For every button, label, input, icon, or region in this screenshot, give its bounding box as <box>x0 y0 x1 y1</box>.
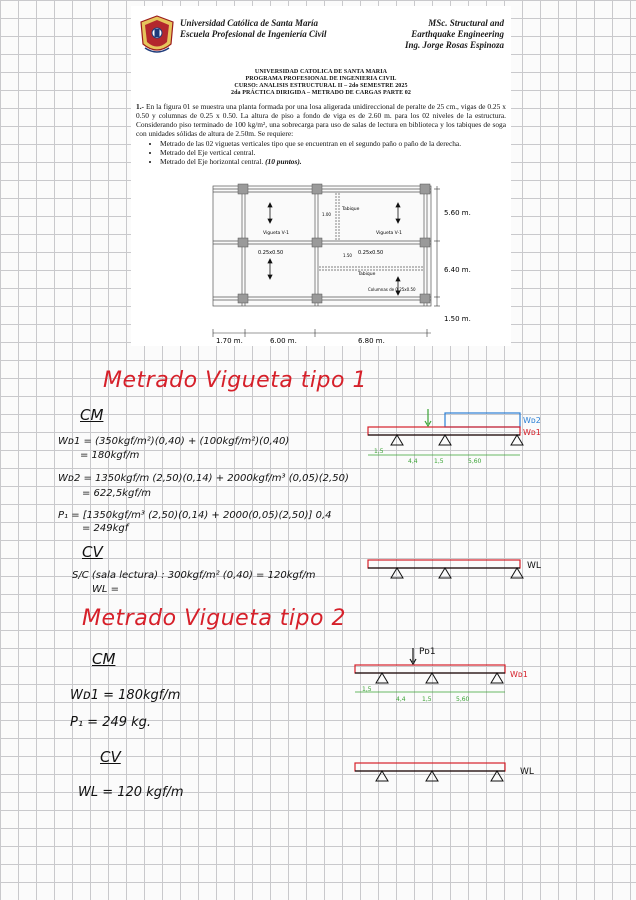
requirements-list: Metrado de las 02 viguetas verticales ti… <box>148 139 516 166</box>
span-label-a: 1,5 <box>362 686 372 693</box>
eq-wd1-result: = 180kgf/m <box>80 450 140 461</box>
span-label-a: 1,5 <box>374 448 384 455</box>
header-school-name: Escuela Profesional de Ingeniería Civil <box>180 29 327 39</box>
dim-1-50: 1.50 m. <box>444 315 471 323</box>
header-instructor-name: Ing. Jorge Rosas Espinoza <box>404 40 504 50</box>
dim-6-80: 6.80 m. <box>358 337 385 345</box>
label-dim-1-00: 1.00 <box>322 212 331 217</box>
eq-wl-t2: WL = 120 kgf/m <box>78 785 184 800</box>
eq-wd1: Wᴅ1 = (350kgf/m²)(0,40) + (100kgf/m²)(0,… <box>58 436 290 447</box>
header-university: Universidad Católica de Santa María Escu… <box>180 18 327 40</box>
floor-plan: 5.60 m. 6.40 m. 1.50 m. 1.70 m. 6.00 m. … <box>212 183 471 345</box>
eq-p1-result: = 249kgf <box>82 523 129 534</box>
header-instructor: MSc. Structural and Earthquake Engineeri… <box>392 18 504 51</box>
eq-wd1-t2: Wᴅ1 = 180kgf/m <box>70 688 181 703</box>
label-vigueta-1: Vigueta V-1 <box>263 230 289 236</box>
label-wl-2: WL <box>520 767 534 777</box>
label-dim-1-50-small: 1.50 <box>343 253 352 258</box>
problem-number: 1.- <box>136 102 145 111</box>
eq-p1: P₁ = [1350kgf/m³ (2,50)(0,14) + 2000(0,0… <box>58 510 332 521</box>
label-pd1: Pᴅ1 <box>419 647 436 657</box>
span-label-d: 5,60 <box>468 458 482 465</box>
header-university-name: Universidad Católica de Santa María <box>180 18 319 28</box>
label-columns: Columnas de 0.25x0.50 <box>368 287 416 292</box>
eq-p1-t2: P₁ = 249 kg. <box>70 715 152 730</box>
university-seal-icon <box>140 15 174 53</box>
heading-cv-2: CV <box>100 748 121 766</box>
requirement-item: Metrado del Eje horizontal central. (10 … <box>160 157 516 166</box>
label-wd1-t2: Wᴅ1 <box>510 670 528 679</box>
eq-wd2: Wᴅ2 = 1350kgf/m (2,50)(0,14) + 2000kgf/m… <box>58 473 349 484</box>
title-program: PROGRAMA PROFESIONAL DE INGENIERIA CIVIL <box>245 76 397 82</box>
dim-5-60: 5.60 m. <box>444 209 471 217</box>
problem-text: En la figura 01 se muestra una planta fo… <box>136 102 506 138</box>
label-beam-2: 0.25x0.50 <box>358 250 383 256</box>
heading-cm-1: CM <box>80 406 104 424</box>
eq-wl: WL = <box>92 584 120 595</box>
heading-cv-1: CV <box>82 543 103 561</box>
label-wd1: Wᴅ1 <box>523 428 541 437</box>
dim-1-70: 1.70 m. <box>216 337 243 345</box>
load-diagram-cm-2: 1,5 4,4 1,5 5,60 Pᴅ1 Wᴅ1 <box>354 647 528 703</box>
load-diagram-cv-1: WL <box>367 559 541 579</box>
label-tabique-1: Tabique <box>341 206 360 212</box>
header-degree-2: Earthquake Engineering <box>411 29 504 39</box>
title-course: CURSO: ANALISIS ESTRUCTURAL II – 2do SEM… <box>234 83 408 89</box>
span-label-b: 4,4 <box>396 696 406 703</box>
title-university: UNIVERSIDAD CATOLICA DE SANTA MARIA <box>254 69 388 75</box>
document-titles: UNIVERSIDAD CATOLICA DE SANTA MARIA PROG… <box>136 69 506 97</box>
eq-sc: S/C (sala lectura) : 300kgf/m² (0,40) = … <box>72 570 316 581</box>
span-label-c: 1,5 <box>434 458 444 465</box>
heading-vigueta-tipo-1: Metrado Vigueta tipo 1 <box>103 368 367 393</box>
eq-wd2-result: = 622,5kgf/m <box>82 488 151 499</box>
requirement-item: Metrado de las 02 viguetas verticales ti… <box>160 139 516 148</box>
requirement-item: Metrado del Eje vertical central. <box>160 148 516 157</box>
load-diagram-cv-2: WL <box>354 762 534 782</box>
heading-vigueta-tipo-2: Metrado Vigueta tipo 2 <box>82 606 346 631</box>
span-label-d: 5,60 <box>456 696 470 703</box>
label-beam-1: 0.25x0.50 <box>258 250 283 256</box>
title-practice: 2da PRÁCTICA DIRIGIDA – METRADO DE CARGA… <box>230 90 412 96</box>
problem-statement: 1.- En la figura 01 se muestra una plant… <box>136 102 506 138</box>
label-wd2: Wᴅ2 <box>523 416 541 425</box>
label-wl-1: WL <box>527 561 541 571</box>
header-degree-1: MSc. Structural and <box>428 18 504 28</box>
span-label-c: 1,5 <box>422 696 432 703</box>
label-tabique-2: Tabique <box>357 271 376 277</box>
dim-6-00: 6.00 m. <box>270 337 297 345</box>
load-diagram-cm-1: 1,5 4,4 1,5 5,60 Wᴅ2 Wᴅ1 <box>367 409 541 465</box>
dim-6-40: 6.40 m. <box>444 266 471 274</box>
label-vigueta-2: Vigueta V-1 <box>376 230 402 236</box>
heading-cm-2: CM <box>92 650 116 668</box>
span-label-b: 4,4 <box>408 458 418 465</box>
